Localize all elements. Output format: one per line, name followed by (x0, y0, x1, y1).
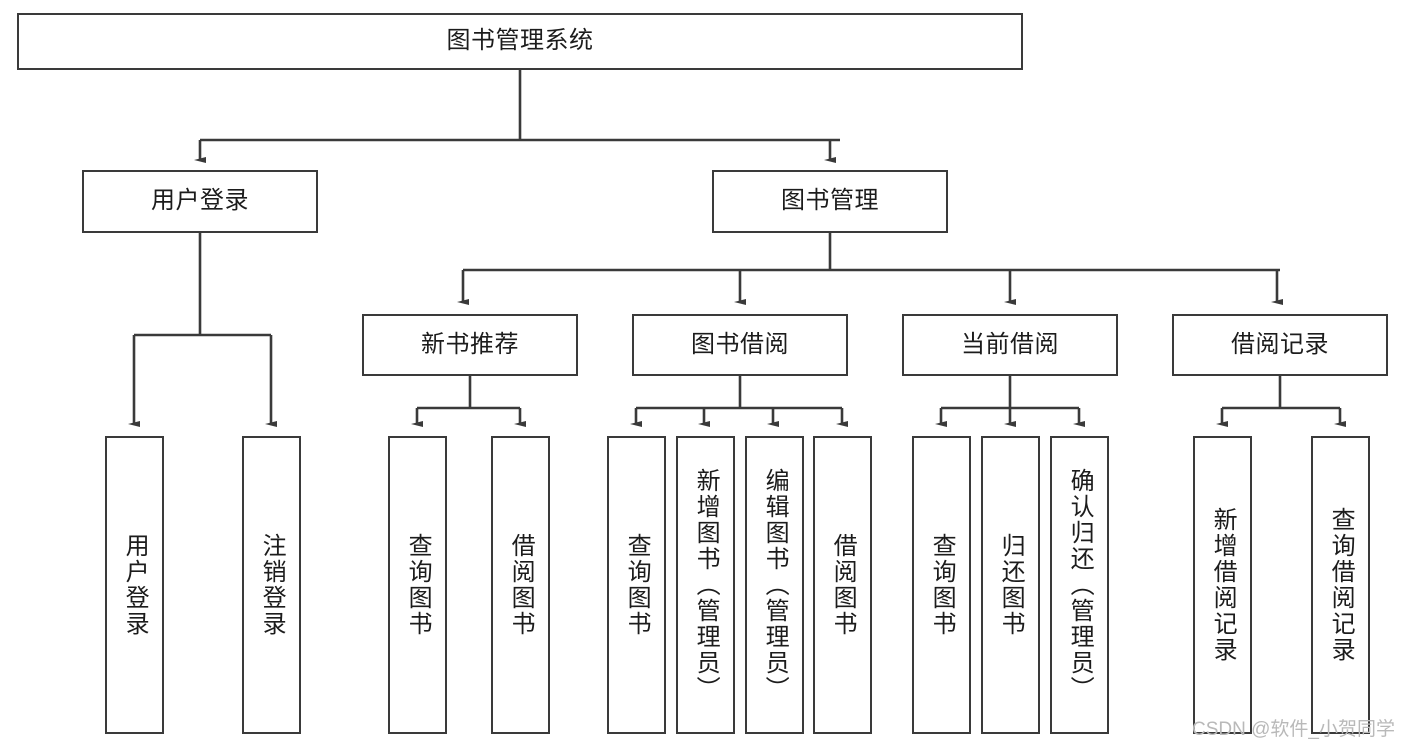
node-current-borrow[interactable]: 当前借阅 (902, 314, 1118, 376)
connector-bookmgmt-to-level3 (457, 233, 1283, 305)
node-leaf-query-borrow-record[interactable]: 查询借阅记录 (1311, 436, 1370, 734)
connector-bookborrow-to-leaves (630, 376, 848, 427)
node-leaf-query-book-recommend[interactable]: 查询图书 (388, 436, 447, 734)
connector-userlogin-to-leaves (128, 233, 277, 427)
node-leaf-borrow-book[interactable]: 借阅图书 (813, 436, 872, 734)
node-leaf-logout-login[interactable]: 注销登录 (242, 436, 301, 734)
node-leaf-confirm-return-admin[interactable]: 确认归还（管理员） (1050, 436, 1109, 734)
node-user-login[interactable]: 用户登录 (82, 170, 318, 233)
connector-currentborrow-to-leaves (935, 376, 1085, 427)
node-leaf-add-book-admin[interactable]: 新增图书（管理员） (676, 436, 735, 734)
node-leaf-borrow-book-recommend[interactable]: 借阅图书 (491, 436, 550, 734)
node-book-borrow[interactable]: 图书借阅 (632, 314, 848, 376)
connector-newbook-to-leaves (411, 376, 526, 427)
csdn-watermark: CSDN @软件_小贺同学 (1192, 719, 1395, 740)
connector-root-to-level2 (194, 70, 840, 163)
node-leaf-add-borrow-record[interactable]: 新增借阅记录 (1193, 436, 1252, 734)
node-root-book-management-system[interactable]: 图书管理系统 (17, 13, 1023, 70)
node-leaf-return-book[interactable]: 归还图书 (981, 436, 1040, 734)
node-borrow-record[interactable]: 借阅记录 (1172, 314, 1388, 376)
node-leaf-query-book-current[interactable]: 查询图书 (912, 436, 971, 734)
connector-borrowrecord-to-leaves (1216, 376, 1346, 427)
node-book-management[interactable]: 图书管理 (712, 170, 948, 233)
node-leaf-edit-book-admin[interactable]: 编辑图书（管理员） (745, 436, 804, 734)
node-new-book-recommend[interactable]: 新书推荐 (362, 314, 578, 376)
node-leaf-query-book-borrow[interactable]: 查询图书 (607, 436, 666, 734)
node-leaf-user-login[interactable]: 用户登录 (105, 436, 164, 734)
